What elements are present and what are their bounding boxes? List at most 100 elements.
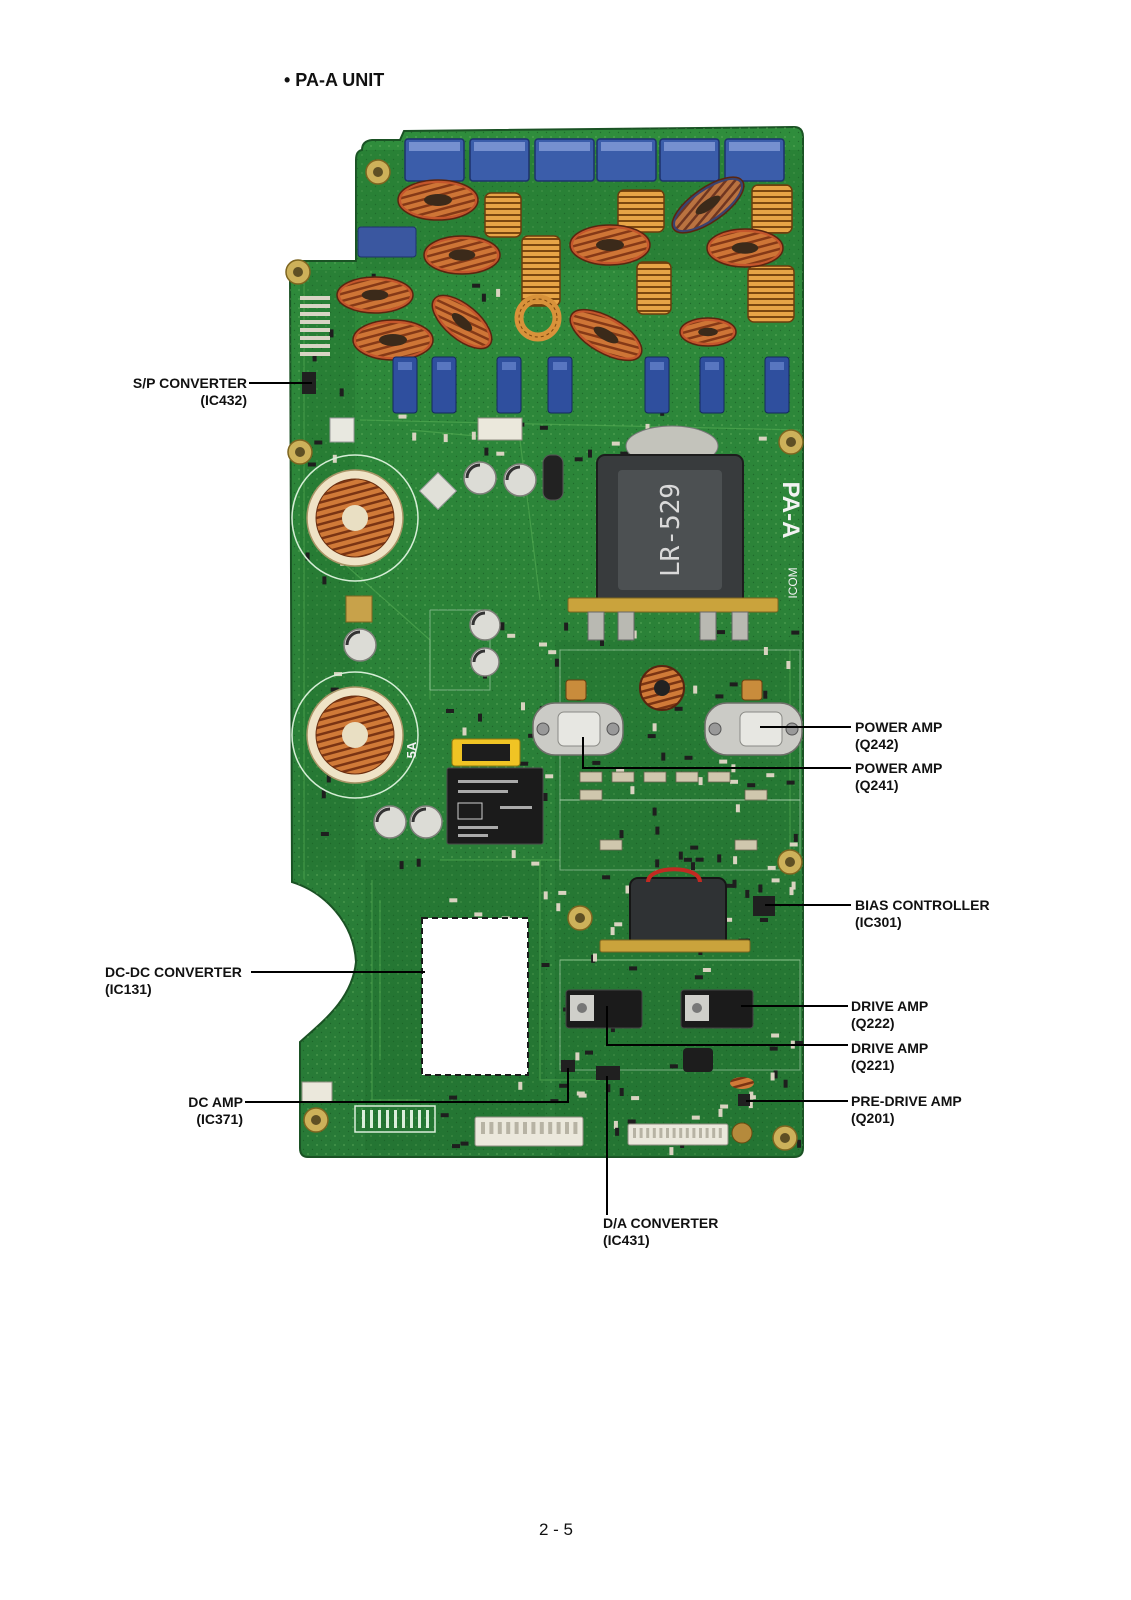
silkscreen-outline bbox=[559, 959, 801, 1071]
connector-pad bbox=[370, 1110, 373, 1128]
marking-fuse-rating: 5A bbox=[404, 741, 419, 758]
smd-component bbox=[684, 755, 693, 760]
marking-lr-529: LR-529 bbox=[656, 483, 686, 577]
transistor-screw bbox=[606, 722, 620, 736]
smd-component bbox=[735, 804, 740, 813]
screw-hole bbox=[293, 267, 303, 277]
callout-leader-lines bbox=[245, 382, 851, 1215]
smd-component bbox=[717, 630, 725, 635]
smd-component bbox=[539, 425, 548, 430]
pcb-trace bbox=[371, 880, 420, 1101]
smd-component bbox=[770, 1072, 775, 1081]
choke-core bbox=[654, 680, 670, 696]
toroid-coil bbox=[397, 179, 479, 221]
smd-component bbox=[541, 963, 550, 967]
callout-pre-drive-amp-ref: (Q201) bbox=[851, 1110, 895, 1126]
smd-component bbox=[548, 650, 557, 655]
smd-component bbox=[322, 576, 327, 585]
transistor-q242-cap bbox=[739, 711, 783, 747]
toroid-hole bbox=[379, 334, 407, 346]
inductor bbox=[683, 1048, 713, 1072]
transformer-pin bbox=[699, 611, 717, 641]
q201-pre-drive-amp bbox=[738, 1094, 750, 1106]
smd-component bbox=[564, 622, 569, 631]
terminal-block-top bbox=[601, 142, 652, 151]
transformer-bracket bbox=[567, 597, 779, 613]
smd-component bbox=[652, 807, 657, 816]
fuse-body bbox=[462, 744, 510, 761]
toroid-hole bbox=[342, 505, 368, 531]
toroid-hole bbox=[695, 195, 721, 215]
connector-footprint bbox=[354, 1105, 436, 1133]
smd-component bbox=[747, 783, 756, 788]
air-core-coil bbox=[484, 192, 522, 238]
chip-resistor bbox=[611, 771, 635, 783]
smd-component bbox=[307, 462, 316, 467]
screw-hole bbox=[785, 857, 795, 867]
resistor-array bbox=[300, 328, 330, 332]
resistor-array bbox=[300, 352, 330, 356]
smd-component bbox=[518, 1081, 523, 1090]
smd-component bbox=[578, 1093, 587, 1098]
smd-component bbox=[661, 752, 666, 761]
electrolytic-capacitor bbox=[373, 805, 407, 839]
brass-terminal bbox=[565, 679, 587, 701]
capacitor-polarity-mark bbox=[471, 611, 486, 626]
connector-pin bbox=[506, 1122, 511, 1134]
smd-component bbox=[749, 1091, 754, 1100]
terminal-block-top bbox=[664, 142, 715, 151]
smd-component bbox=[330, 687, 339, 692]
callout-drive-amp-q222-name: DRIVE AMP bbox=[851, 998, 929, 1014]
chip-resistor bbox=[643, 771, 667, 783]
smd-component bbox=[619, 830, 624, 839]
callout-drive-amp-q221-ref: (Q221) bbox=[851, 1057, 895, 1073]
connector-pin bbox=[565, 1122, 569, 1134]
smd-component bbox=[620, 451, 629, 456]
smd-component bbox=[729, 682, 738, 687]
chip-resistor bbox=[707, 771, 731, 783]
callout-power-amp-q242-ref: (Q242) bbox=[855, 736, 899, 752]
smd-component bbox=[449, 898, 458, 903]
smd-component bbox=[440, 1113, 449, 1118]
screw-hole bbox=[295, 447, 305, 457]
toroid-coil bbox=[336, 276, 414, 314]
connector-pin bbox=[489, 1122, 494, 1134]
smd-component bbox=[511, 850, 516, 859]
smd-component bbox=[789, 887, 794, 896]
blue-capacitor bbox=[699, 356, 725, 414]
smd-component bbox=[543, 891, 548, 900]
brass-pad bbox=[345, 595, 373, 623]
callout-bias-controller: BIAS CONTROLLER (IC301) bbox=[855, 897, 990, 931]
smd-component bbox=[783, 1079, 788, 1088]
connector-pin bbox=[514, 1122, 519, 1134]
capacitor-polarity-mark bbox=[472, 649, 486, 663]
connector-pad bbox=[386, 1110, 389, 1128]
smd-component bbox=[717, 854, 722, 863]
connector-pin bbox=[659, 1128, 663, 1138]
smd-component bbox=[329, 329, 334, 338]
smd-component bbox=[733, 856, 738, 865]
smd-component bbox=[627, 1119, 636, 1124]
capacitor-polarity-mark bbox=[345, 630, 361, 646]
connector-pad bbox=[362, 1110, 365, 1128]
connector-pin bbox=[556, 1122, 561, 1134]
callout-drive-amp-q221-name: DRIVE AMP bbox=[851, 1040, 929, 1056]
connector-to-sp bbox=[301, 1081, 333, 1103]
electrolytic-capacitor bbox=[503, 463, 537, 497]
connector-pin bbox=[497, 1122, 502, 1134]
callout-dc-dc-converter-name: DC-DC CONVERTER bbox=[105, 964, 242, 980]
smd-component bbox=[698, 777, 703, 786]
capacitor-polarity-mark bbox=[411, 807, 427, 823]
callout-pre-drive-amp-name: PRE-DRIVE AMP bbox=[851, 1093, 962, 1109]
chip-resistor bbox=[599, 839, 623, 851]
callout-bias-controller-name: BIAS CONTROLLER bbox=[855, 897, 990, 913]
toroid-coil bbox=[679, 317, 737, 347]
smd-component bbox=[748, 1100, 753, 1109]
callout-da-converter-ref: (IC431) bbox=[603, 1232, 650, 1248]
connector-pin bbox=[531, 1122, 536, 1134]
smd-component bbox=[592, 760, 601, 765]
transistor-screw bbox=[708, 722, 722, 736]
smd-component bbox=[558, 890, 567, 895]
connector-pin bbox=[692, 1128, 696, 1138]
